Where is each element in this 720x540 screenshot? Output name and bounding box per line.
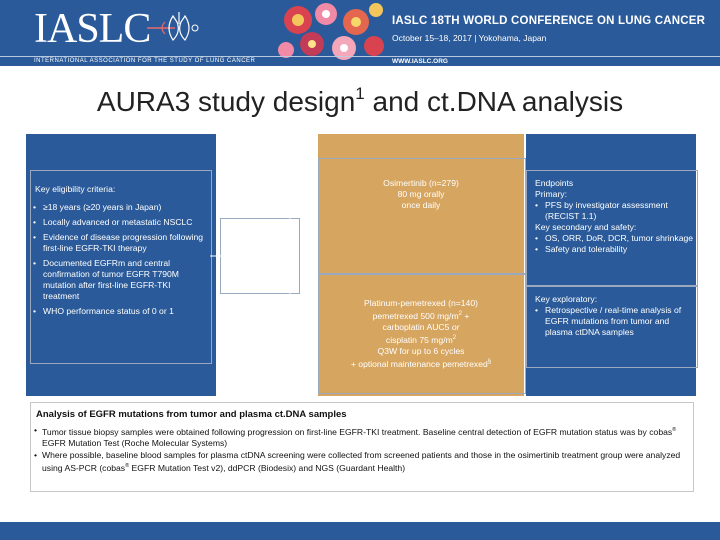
list-item: OS, ORR, DoR, DCR, tumor shrinkage [535, 233, 695, 244]
platinum-or: or [452, 322, 460, 332]
iaslc-tagline: INTERNATIONAL ASSOCIATION FOR THE STUDY … [34, 58, 255, 64]
footer-bar [0, 522, 720, 540]
endpoints-content: Endpoints Primary: PFS by investigator a… [535, 178, 695, 255]
platinum-line: Platinum-pemetrexed (n=140) [322, 298, 520, 309]
list-item: Documented EGFRm and central confirmatio… [33, 258, 205, 302]
exploratory-list: Retrospective / real-time analysis of EG… [535, 305, 691, 338]
eligibility-heading: Key eligibility criteria: [35, 184, 115, 195]
platinum-line: carboplatin AUC5 or [322, 322, 520, 333]
list-item: WHO performance status of 0 or 1 [33, 306, 205, 317]
analysis-text: Tumor tissue biopsy samples were obtaine… [42, 427, 672, 437]
osimertinib-box [318, 158, 526, 274]
primary-list: PFS by investigator assessment (RECIST 1… [535, 200, 695, 222]
analysis-text: EGFR Mutation Test v2), ddPCR (Biodesix)… [129, 463, 405, 473]
secondary-list: OS, ORR, DoR, DCR, tumor shrinkage Safet… [535, 233, 695, 255]
osimertinib-line: 80 mg orally [340, 189, 502, 200]
platinum-text: cisplatin 75 mg/m [386, 335, 453, 345]
randomization-ratio: 2:1* [238, 254, 278, 266]
secondary-heading: Key secondary and safety: [535, 222, 695, 233]
registered-mark: ® [672, 427, 676, 433]
platinum-text: pemetrexed 500 mg/m [373, 311, 459, 321]
list-item: Locally advanced or metastatic NSCLC [33, 217, 205, 228]
list-item: ≥18 years (≥20 years in Japan) [33, 202, 205, 213]
exploratory-content: Key exploratory: Retrospective / real-ti… [535, 294, 691, 338]
platinum-sup: § [488, 359, 491, 365]
conference-title: IASLC 18TH WORLD CONFERENCE ON LUNG CANC… [392, 15, 705, 27]
platinum-line: cisplatin 75 mg/m2 [322, 333, 520, 346]
platinum-line: pemetrexed 500 mg/m2 + [322, 309, 520, 322]
analysis-heading: Analysis of EGFR mutations from tumor an… [36, 409, 347, 420]
osimertinib-line: once daily [340, 200, 502, 211]
list-item: Evidence of disease progression followin… [33, 232, 205, 254]
list-item: Safety and tolerability [535, 244, 695, 255]
endpoints-heading: Endpoints [535, 178, 695, 189]
title-footnote: 1 [355, 84, 364, 103]
slide-title: AURA3 study design1 and ct.DNA analysis [0, 84, 720, 118]
title-main: AURA3 study design [97, 86, 355, 117]
platinum-arm: Platinum-pemetrexed (n=140) pemetrexed 5… [322, 298, 520, 370]
title-rest: and ct.DNA analysis [365, 86, 623, 117]
conference-dates: October 15–18, 2017 | Yokohama, Japan [392, 33, 546, 43]
conference-url[interactable]: WWW.IASLC.ORG [392, 58, 448, 65]
osimertinib-line: Osimertinib (n=279) [340, 178, 502, 189]
randomization-r: R [238, 242, 278, 254]
platinum-text: + optional maintenance pemetrexed [351, 359, 488, 369]
banner-divider [0, 56, 720, 57]
primary-heading: Primary: [535, 189, 695, 200]
platinum-line: Q3W for up to 6 cycles [322, 346, 520, 357]
iaslc-logo: IASLC [34, 8, 150, 50]
platinum-sup: 2 [453, 335, 456, 341]
analysis-list: Tumor tissue biopsy samples were obtaine… [32, 425, 692, 475]
conference-banner: IASLC IASLC 18TH WORLD CONFERENCE ON LUN… [0, 0, 720, 66]
exploratory-heading: Key exploratory: [535, 294, 691, 305]
analysis-text: EGFR Mutation Test (Roche Molecular Syst… [42, 438, 227, 448]
list-item: Retrospective / real-time analysis of EG… [535, 305, 691, 338]
platinum-text: carboplatin AUC5 [383, 322, 452, 332]
platinum-text: + [462, 311, 469, 321]
osimertinib-arm: Osimertinib (n=279) 80 mg orally once da… [340, 178, 502, 211]
eligibility-list: ≥18 years (≥20 years in Japan) Locally a… [33, 202, 205, 321]
platinum-line: + optional maintenance pemetrexed§ [322, 357, 520, 370]
randomization-label: R 2:1* [238, 242, 278, 266]
list-item: Where possible, baseline blood samples f… [32, 450, 692, 474]
lung-icon [145, 10, 215, 46]
list-item: PFS by investigator assessment (RECIST 1… [535, 200, 695, 222]
list-item: Tumor tissue biopsy samples were obtaine… [32, 425, 692, 449]
